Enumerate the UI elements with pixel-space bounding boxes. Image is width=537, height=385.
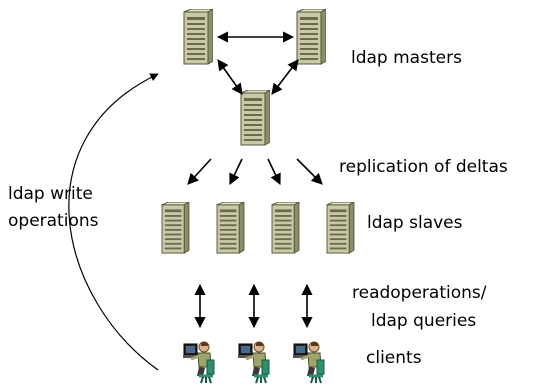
server-icon [326,202,355,254]
replication-arrow [267,158,281,186]
server-icon [161,202,190,254]
masters-label: ldap masters [351,48,462,68]
client-icon [238,340,271,384]
read-arrows [194,283,313,329]
replication-arrow [296,158,323,185]
server-icon [216,202,245,254]
replication-label: replication of deltas [339,157,508,177]
write-label-line1: ldap write [8,184,93,204]
server-icon [240,90,270,146]
replication-arrow [187,158,212,185]
clients-label: clients [366,348,422,368]
client-icon [183,340,216,384]
replication-arrow [229,158,243,186]
master-servers [183,9,326,146]
server-icon [271,202,300,254]
master-sync-arrows [216,31,299,95]
master-arrow [217,59,243,95]
server-icon [183,9,213,65]
master-arrow [271,59,299,95]
read-label-line2: ldap queries [371,311,476,331]
write-operations-arrow [68,73,159,371]
slave-servers [161,202,355,254]
write-label-line2: operations [8,211,99,231]
client-icon [293,340,326,384]
server-icon [296,9,326,65]
slaves-label: ldap slaves [367,213,463,233]
replication-arrows [187,158,323,186]
clients [183,340,326,384]
read-label-line1: readoperations/ [352,283,487,303]
